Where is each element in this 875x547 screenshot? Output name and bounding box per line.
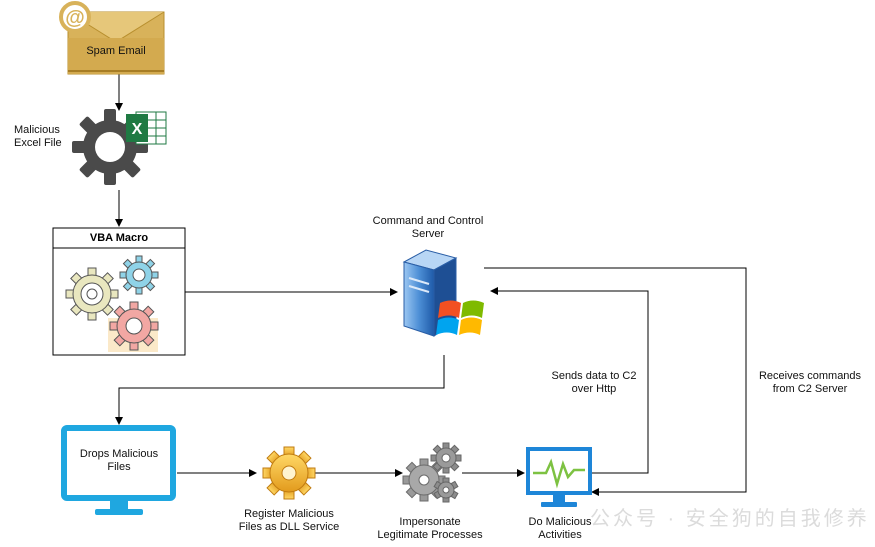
- sends-data-label: Sends data to C2 over Http: [536, 370, 652, 396]
- envelope-at-icon: @: [61, 3, 164, 74]
- svg-text:@: @: [65, 7, 85, 29]
- gold-gear-icon: [263, 447, 315, 499]
- grey-gears-icon: [403, 443, 461, 502]
- svg-text:X: X: [132, 121, 143, 138]
- receives-commands-label: Receives commands from C2 Server: [752, 370, 868, 396]
- drops-files-label: Drops Malicious Files: [70, 448, 168, 474]
- c2-server-label: Command and Control Server: [358, 215, 498, 241]
- watermark: 公众号 · 安全狗的自我修养: [590, 502, 870, 531]
- windows-server-icon: [404, 250, 484, 336]
- register-dll-label: Register Malicious Files as DLL Service: [224, 508, 354, 534]
- activity-monitor-icon: [528, 449, 590, 507]
- spam-email-label: Spam Email: [70, 45, 162, 58]
- gear-excel-icon: X: [72, 109, 166, 185]
- malicious-excel-label: Malicious Excel File: [14, 124, 84, 150]
- arrow-c2-to-drops: [119, 355, 444, 424]
- vba-macro-title: VBA Macro: [53, 231, 185, 245]
- impersonate-label: Impersonate Legitimate Processes: [365, 516, 495, 542]
